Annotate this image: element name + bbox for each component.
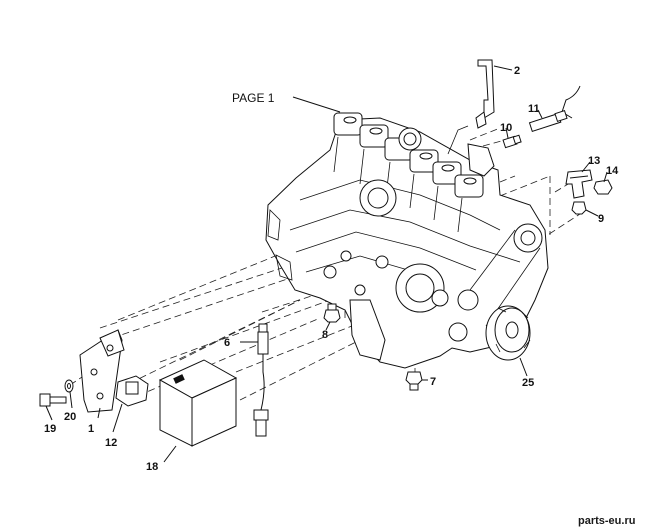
callout-11: 11 [528,103,540,115]
part-10-fitting [502,134,522,149]
part-14-fitting [593,179,613,195]
part-9-fitting [571,201,587,215]
callout-6: 6 [224,337,230,349]
part-8-fitting [323,303,341,323]
part-6-sensor [253,323,269,437]
part-12-module [115,375,149,407]
callout-19: 19 [44,423,56,435]
callout-18: 18 [146,461,158,473]
watermark: parts-eu.ru [578,515,635,527]
part-18-box [158,359,238,447]
part-11-sensor [528,85,581,133]
part-13-tee [565,169,593,199]
callout-14: 14 [606,165,619,177]
part-2-bracket [475,59,495,129]
valve-covers [333,112,484,198]
part-19-bolt [39,393,67,407]
assembly-guide-lines [69,127,584,401]
callout-10: 10 [500,122,512,134]
part-7-fitting [405,371,423,391]
callout-13: 13 [588,155,600,167]
callout-2: 2 [514,65,520,77]
callout-25: 25 [522,377,534,389]
part-20-washer [64,379,74,393]
callout-1: 1 [88,423,94,435]
callout-8: 8 [322,329,328,341]
engine-assembly [265,112,549,369]
page-reference: PAGE 1 [232,91,275,105]
callout-20: 20 [64,411,76,423]
callout-9: 9 [598,213,604,225]
crank-damper [485,305,531,361]
callout-7: 7 [430,376,436,388]
leader-lines [45,65,608,463]
callout-12: 12 [105,437,117,449]
part-1-bracket [79,329,125,413]
